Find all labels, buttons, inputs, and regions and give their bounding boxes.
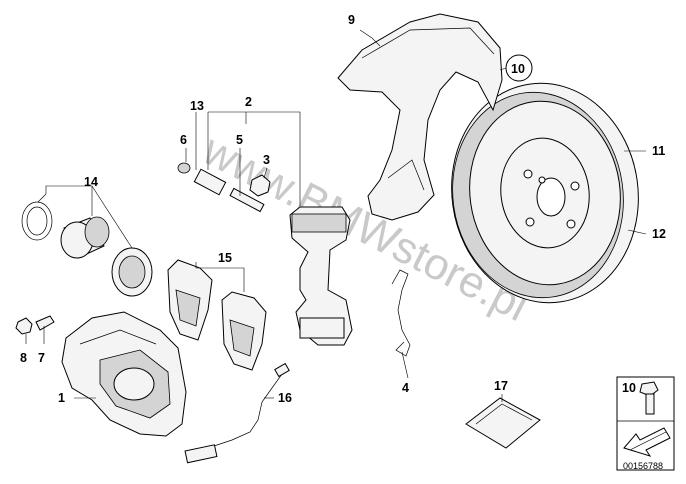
cap-6[interactable]	[177, 162, 191, 174]
callout-6[interactable]: 6	[180, 133, 187, 147]
arrow-icon	[623, 427, 671, 457]
drawing-number: 00156788	[623, 461, 663, 471]
bolt-3[interactable]	[249, 174, 271, 197]
callout-9[interactable]: 9	[348, 13, 355, 27]
guide-bolt-13[interactable]	[193, 168, 227, 196]
callout-8[interactable]: 8	[20, 351, 27, 365]
callout-4[interactable]: 4	[402, 381, 409, 395]
callout-3[interactable]: 3	[263, 153, 270, 167]
callout-11[interactable]: 11	[652, 144, 665, 158]
bolt-icon	[639, 381, 659, 415]
callout-14[interactable]: 14	[84, 175, 98, 189]
piston[interactable]	[60, 216, 110, 259]
callout-16[interactable]: 16	[278, 391, 292, 405]
callout-circle-10	[505, 54, 533, 82]
callout-12[interactable]: 12	[652, 227, 666, 241]
callout-15[interactable]: 15	[218, 251, 232, 265]
note-box: 10	[616, 376, 675, 471]
bleeder-screw-7[interactable]	[35, 315, 55, 331]
guide-pin-5[interactable]	[229, 187, 265, 213]
grease-packet[interactable]	[465, 397, 541, 449]
callout-13[interactable]: 13	[190, 99, 204, 113]
brake-caliper[interactable]	[61, 311, 187, 437]
wear-sensor-wire[interactable]	[391, 269, 411, 357]
leader-lines	[25, 29, 647, 402]
note-box-number: 10	[622, 381, 636, 395]
seal-ring[interactable]	[21, 201, 53, 241]
callout-7[interactable]: 7	[38, 351, 45, 365]
brake-disc[interactable]	[438, 71, 653, 315]
callout-17[interactable]: 17	[494, 379, 508, 393]
callout-1[interactable]: 1	[58, 391, 65, 405]
wear-sensor-16[interactable]	[184, 362, 290, 464]
callout-2[interactable]: 2	[245, 95, 252, 109]
brake-dust-shield[interactable]	[337, 13, 503, 221]
callout-10[interactable]: 10	[511, 62, 525, 76]
callout-5[interactable]: 5	[236, 133, 243, 147]
dust-boot[interactable]	[111, 247, 153, 297]
brake-pad-outer[interactable]	[221, 291, 267, 371]
caliper-carrier[interactable]	[289, 206, 353, 346]
bleeder-cap-8[interactable]	[15, 317, 33, 335]
brake-pad-inner[interactable]	[167, 259, 213, 341]
